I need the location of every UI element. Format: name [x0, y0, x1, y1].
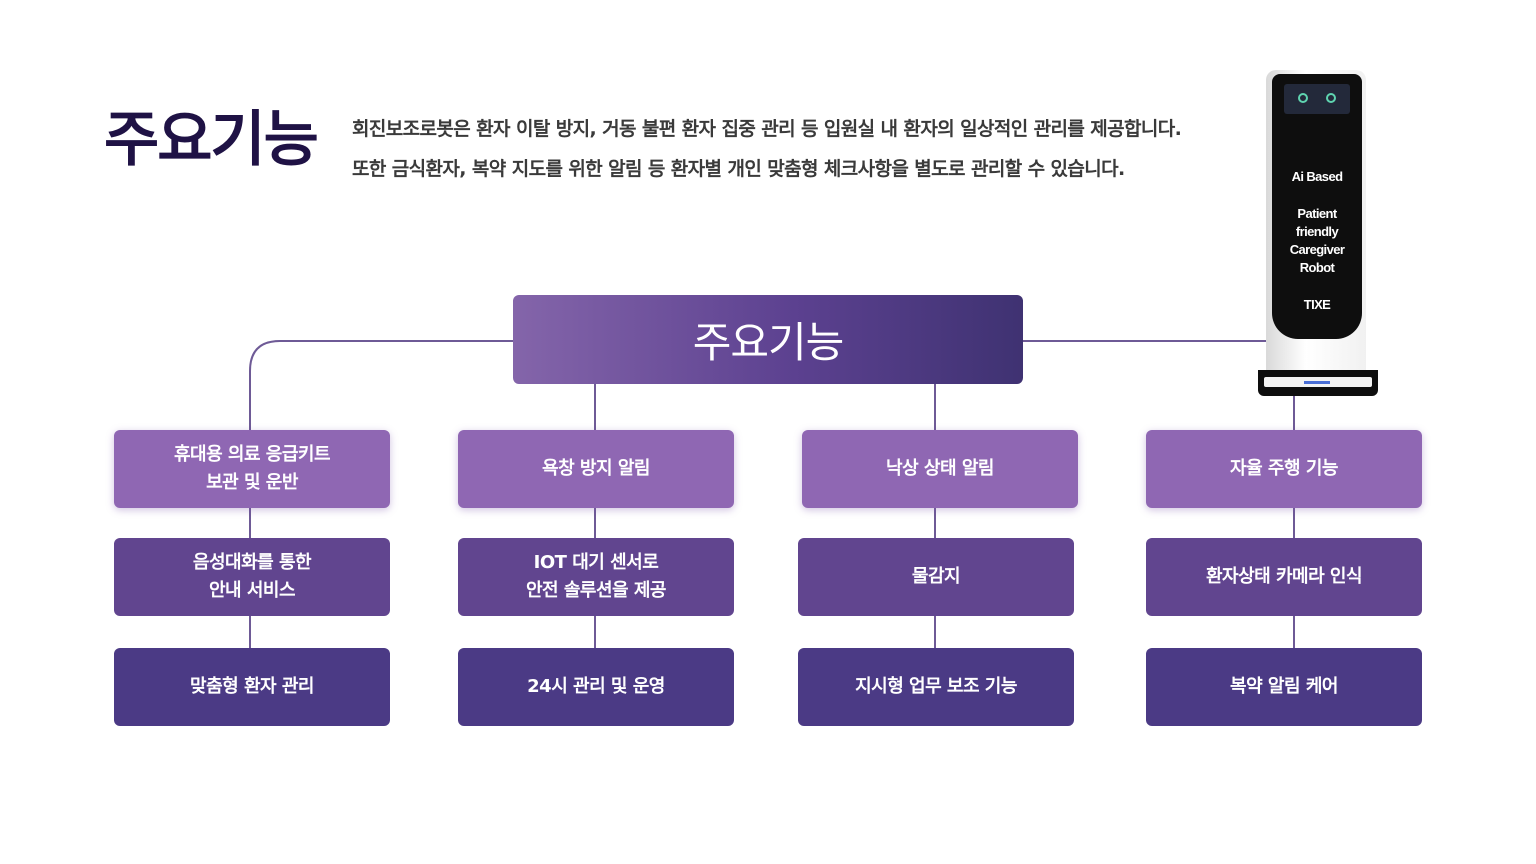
- robot-screen-line: Robot: [1281, 259, 1353, 277]
- hub-left-connector: [250, 341, 513, 430]
- robot-screen-line: TIXE: [1281, 296, 1353, 314]
- robot-screen-line: Caregiver: [1281, 241, 1353, 259]
- node-label: 휴대용 의료 응급키트 보관 및 운반: [174, 441, 330, 497]
- node-label: 음성대화를 통한 안내 서비스: [193, 549, 311, 605]
- feature-node-level3: 복약 알림 케어: [1146, 648, 1422, 726]
- node-label: 낙상 상태 알림: [886, 455, 994, 483]
- feature-node-level3: 맞춤형 환자 관리: [114, 648, 390, 726]
- robot-image: Ai Based Patient friendly Caregiver Robo…: [1258, 70, 1382, 400]
- feature-node-level2: 물감지: [798, 538, 1074, 616]
- robot-head: [1284, 84, 1350, 114]
- node-label: 물감지: [912, 563, 960, 591]
- node-label: 자율 주행 기능: [1230, 455, 1338, 483]
- node-label: 지시형 업무 보조 기능: [855, 673, 1017, 701]
- feature-node-level2: 환자상태 카메라 인식: [1146, 538, 1422, 616]
- node-label: 맞춤형 환자 관리: [190, 673, 314, 701]
- feature-node-level1: 욕창 방지 알림: [458, 430, 734, 508]
- feature-node-level3: 지시형 업무 보조 기능: [798, 648, 1074, 726]
- robot-screen: Ai Based Patient friendly Caregiver Robo…: [1281, 148, 1353, 316]
- node-label: 복약 알림 케어: [1230, 673, 1338, 701]
- feature-node-level2: 음성대화를 통한 안내 서비스: [114, 538, 390, 616]
- node-label: 24시 관리 및 운영: [527, 673, 665, 701]
- robot-status-light: [1304, 381, 1330, 384]
- robot-screen-line: Ai Based: [1281, 168, 1353, 186]
- robot-eye-icon: [1326, 93, 1336, 103]
- feature-node-level1: 낙상 상태 알림: [802, 430, 1078, 508]
- hub-right-connector: [1023, 341, 1294, 430]
- hub-node: 주요기능: [513, 295, 1023, 384]
- feature-node-level1: 자율 주행 기능: [1146, 430, 1422, 508]
- robot-eye-icon: [1298, 93, 1308, 103]
- hub-label: 주요기능: [693, 309, 844, 370]
- feature-node-level1: 휴대용 의료 응급키트 보관 및 운반: [114, 430, 390, 508]
- feature-node-level3: 24시 관리 및 운영: [458, 648, 734, 726]
- robot-screen-line: Patient: [1281, 205, 1353, 223]
- node-label: IOT 대기 센서로 안전 솔루션을 제공: [526, 549, 666, 605]
- node-label: 환자상태 카메라 인식: [1206, 563, 1362, 591]
- node-label: 욕창 방지 알림: [542, 455, 650, 483]
- feature-node-level2: IOT 대기 센서로 안전 솔루션을 제공: [458, 538, 734, 616]
- robot-screen-line: friendly: [1281, 223, 1353, 241]
